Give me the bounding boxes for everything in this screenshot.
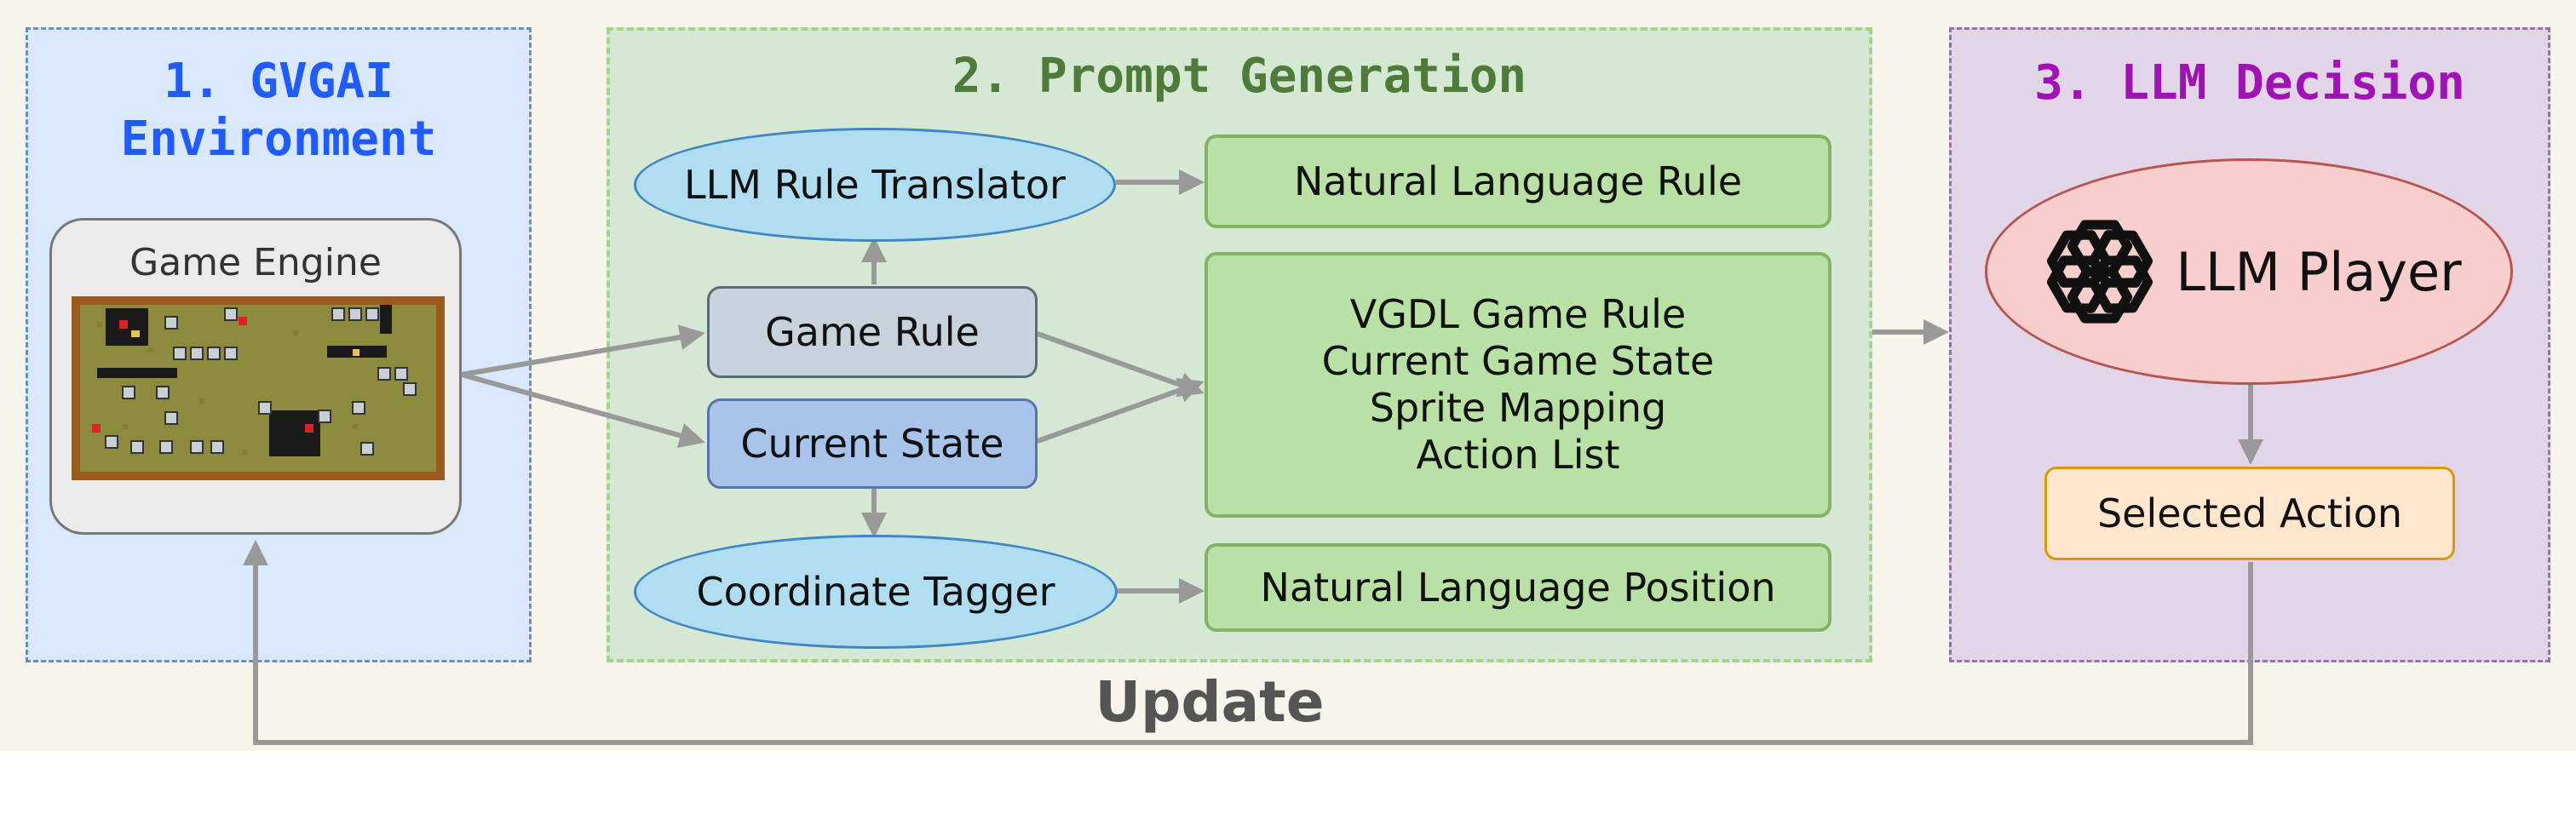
update-label: Update — [1095, 669, 1325, 735]
arrow-engine-to-game-rule — [461, 324, 705, 377]
openai-logo-icon — [2047, 220, 2153, 324]
coordinate-tagger: Coordinate Tagger — [634, 535, 1118, 649]
prompt-contents-box: VGDL Game Rule Current Game State Sprite… — [1205, 252, 1831, 518]
prompt-item: VGDL Game Rule — [1349, 290, 1687, 337]
current-state-box: Current State — [707, 398, 1038, 489]
game-screenshot-icon — [72, 296, 445, 480]
llm-player: LLM Player — [1985, 158, 2513, 385]
prompt-item: Current Game State — [1321, 337, 1715, 384]
selected-action-box: Selected Action — [2044, 467, 2455, 560]
natural-language-position-box: Natural Language Position — [1205, 543, 1831, 632]
game-engine-label: Game Engine — [129, 241, 382, 284]
environment-title-line2: Environment — [120, 112, 437, 168]
prompt-item: Action List — [1416, 432, 1620, 479]
llm-rule-translator: LLM Rule Translator — [634, 128, 1116, 242]
arrow-game-rule-to-prompt — [1036, 331, 1205, 398]
prompt-item: Sprite Mapping — [1369, 385, 1667, 431]
environment-title-line1: 1. GVGAI — [164, 54, 394, 109]
arrow-engine-to-current-state — [461, 372, 705, 449]
arrow-current-state-to-prompt — [1036, 377, 1205, 444]
update-feedback-loop — [243, 540, 2253, 745]
natural-language-rule-box: Natural Language Rule — [1205, 135, 1831, 228]
llm-decision-title: 3. LLM Decision — [2034, 55, 2465, 111]
llm-player-label: LLM Player — [2176, 240, 2462, 303]
environment-title: 1. GVGAI Environment — [26, 53, 532, 169]
prompt-generation-title: 2. Prompt Generation — [952, 49, 1527, 104]
game-rule-box: Game Rule — [707, 286, 1038, 378]
